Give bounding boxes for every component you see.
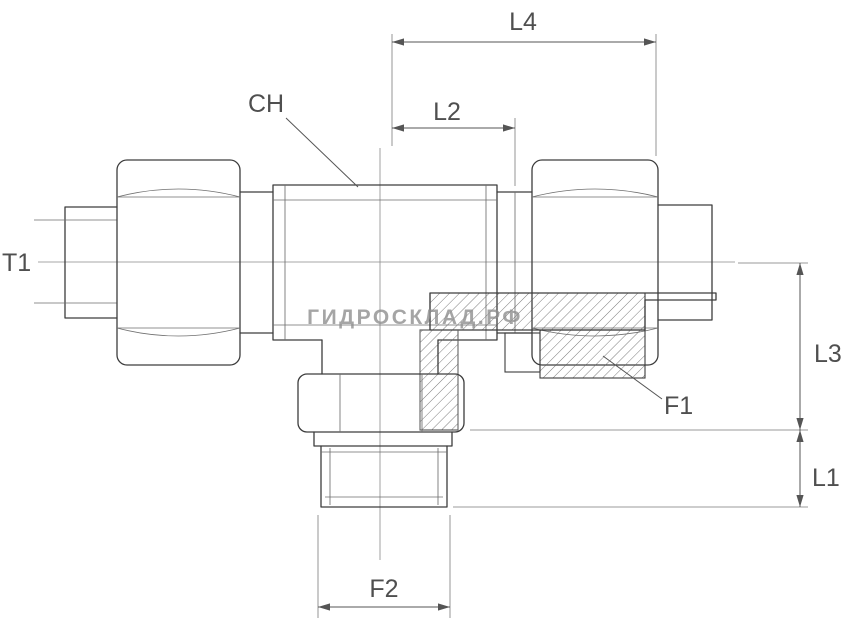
dimension-f1: F1 xyxy=(602,355,693,420)
right-stub xyxy=(657,204,713,321)
label-t1: T1 xyxy=(2,249,31,277)
section-nut xyxy=(504,329,646,379)
dimension-l3: L3 xyxy=(470,262,842,431)
branch-washer xyxy=(313,431,453,447)
watermark: ГИДРОСКЛАД.РФ xyxy=(307,306,523,329)
left-nut xyxy=(116,159,241,366)
centerlines xyxy=(38,148,735,560)
left-neck xyxy=(239,191,274,334)
label-f1: F1 xyxy=(664,392,693,420)
body-hex xyxy=(272,184,498,341)
threaded-stud xyxy=(320,445,448,508)
branch-neck xyxy=(321,339,439,375)
fitting-outline xyxy=(34,159,717,508)
left-port xyxy=(34,206,118,319)
dimension-t1: T1 xyxy=(2,249,31,277)
branch-hex xyxy=(297,373,465,433)
label-l2: L2 xyxy=(433,98,461,126)
dimension-l1: L1 xyxy=(453,430,840,508)
dimension-l2: L2 xyxy=(392,98,516,186)
label-l4: L4 xyxy=(509,8,537,36)
dimension-l4: L4 xyxy=(391,8,657,156)
label-f2: F2 xyxy=(369,575,398,603)
dimension-ch: CH xyxy=(248,90,359,188)
label-l1: L1 xyxy=(812,464,840,492)
dimension-f2: F2 xyxy=(317,515,451,618)
dimensions: L4 L2 CH T1 L3 L1 xyxy=(2,8,842,618)
label-l3: L3 xyxy=(814,340,842,368)
section-leg xyxy=(419,329,459,431)
label-ch: CH xyxy=(248,90,284,118)
